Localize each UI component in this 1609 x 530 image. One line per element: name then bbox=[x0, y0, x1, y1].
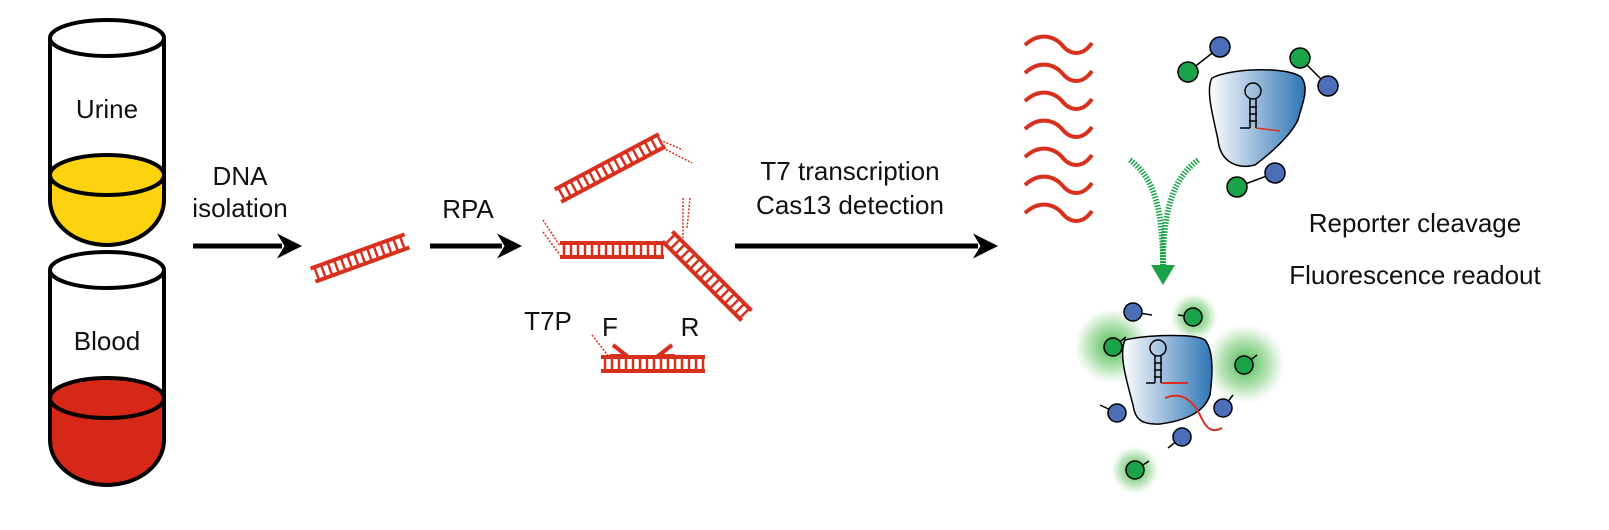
blood-label: Blood bbox=[74, 326, 141, 356]
dna-duplex bbox=[309, 232, 411, 284]
fluorophore-icon bbox=[1125, 460, 1145, 480]
reverse-primer-label: R bbox=[681, 312, 700, 342]
amplicon-duplex bbox=[661, 230, 753, 322]
quencher-icon bbox=[1264, 162, 1286, 184]
fluorophore-icon bbox=[1177, 61, 1199, 83]
quencher-icon bbox=[1172, 427, 1192, 447]
primer-schematic: T7P F R bbox=[524, 306, 700, 358]
dna-isolation-label-line1: DNA bbox=[213, 161, 269, 191]
fluorophore-icon bbox=[1103, 337, 1123, 357]
rna-wave bbox=[1023, 174, 1094, 195]
activation-arrow bbox=[1128, 157, 1200, 285]
intact-reporters bbox=[1177, 36, 1339, 198]
fluorophore-icon bbox=[1226, 176, 1248, 198]
reverse-primer-arrow bbox=[652, 343, 675, 358]
urine-label: Urine bbox=[76, 94, 138, 124]
dna-ladders bbox=[309, 132, 753, 373]
cas13-inactive bbox=[1208, 69, 1306, 167]
rna-wave bbox=[1023, 202, 1094, 223]
rna-wave bbox=[1023, 62, 1094, 83]
transcription-label-line1: T7 transcription bbox=[760, 156, 939, 186]
blood-tube: Blood bbox=[48, 250, 166, 487]
reporter-cleavage-label: Reporter cleavage bbox=[1309, 208, 1521, 238]
rna-transcripts bbox=[1023, 34, 1094, 223]
fluorescence-readout-label: Fluorescence readout bbox=[1289, 260, 1541, 290]
dna-isolation-label-line2: isolation bbox=[192, 193, 287, 223]
frayed-strands bbox=[542, 139, 693, 359]
quencher-icon bbox=[1209, 36, 1231, 58]
quencher-icon bbox=[1123, 302, 1143, 322]
cas13-active bbox=[1121, 334, 1223, 432]
forward-primer-label: F bbox=[602, 312, 618, 342]
cleaved-reporters bbox=[1099, 302, 1258, 480]
rna-wave bbox=[1023, 34, 1094, 55]
transcription-label-line2: Cas13 detection bbox=[756, 190, 944, 220]
fluorophore-icon bbox=[1234, 355, 1254, 375]
rna-wave bbox=[1023, 90, 1094, 111]
t7p-label: T7P bbox=[524, 306, 572, 336]
quencher-icon bbox=[1107, 403, 1127, 423]
amplicon-duplex bbox=[553, 132, 667, 204]
quencher-icon bbox=[1213, 398, 1233, 418]
fluorophore-icon bbox=[1183, 307, 1203, 327]
rna-wave bbox=[1023, 146, 1094, 167]
rna-wave bbox=[1023, 118, 1094, 139]
rpa-label: RPA bbox=[442, 194, 494, 224]
quencher-icon bbox=[1317, 75, 1339, 97]
amplicon-duplex bbox=[560, 241, 664, 259]
fluorophore-icon bbox=[1289, 47, 1311, 69]
forward-primer-arrow bbox=[610, 343, 633, 358]
template-duplex bbox=[601, 355, 705, 373]
urine-tube: Urine bbox=[48, 18, 166, 247]
